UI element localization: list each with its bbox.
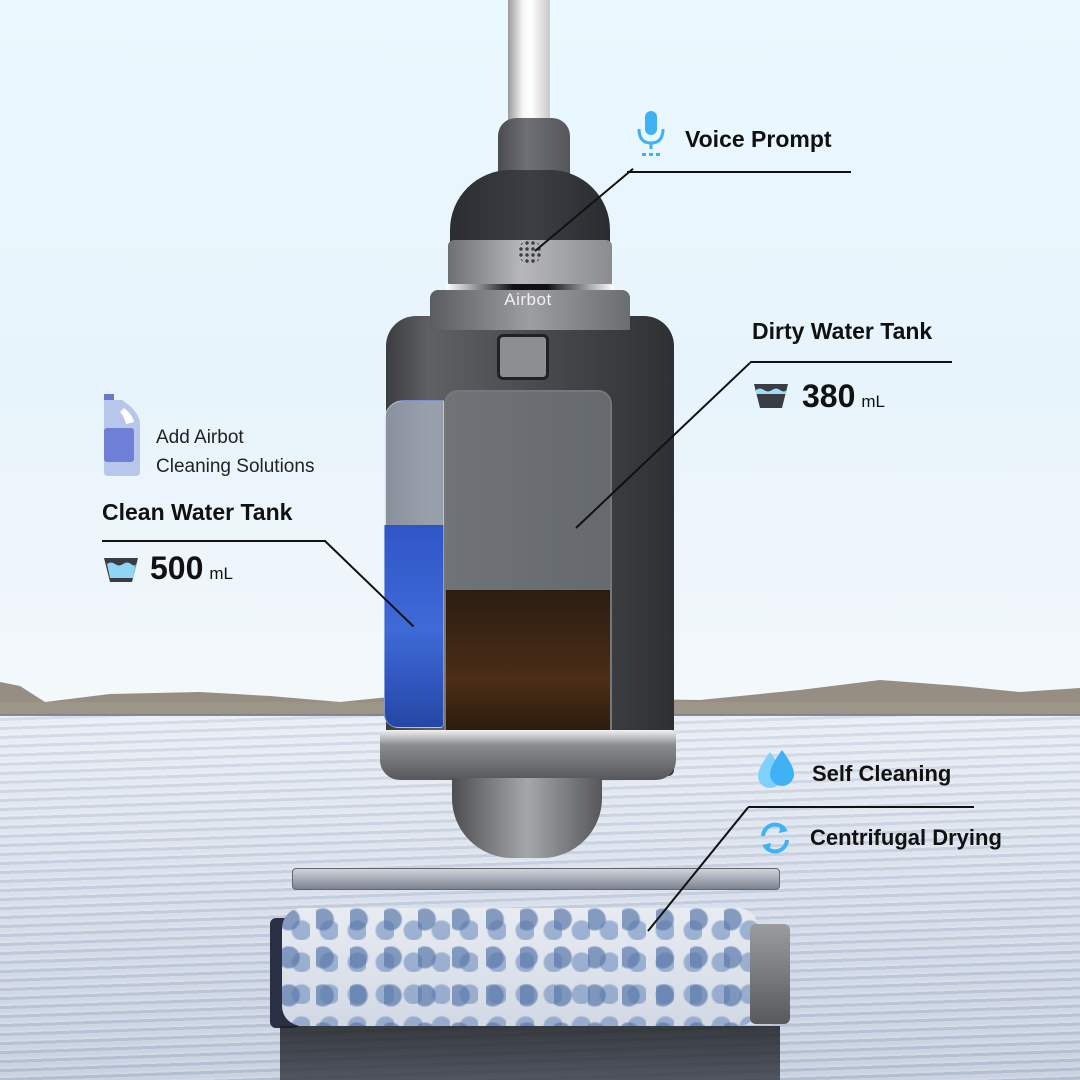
device-handle-pole [508,0,550,140]
dirty-water-tank-visual [444,390,612,754]
clean-tank-value: 500 [150,550,204,586]
device-upper [430,290,630,330]
tank-release-button [497,334,549,380]
clean-water-tank-label: Clean Water Tank [102,499,293,525]
voice-prompt-leader-h [627,171,851,173]
cleaning-solution-text: Add Airbot Cleaning Solutions [156,423,314,481]
clean-tank-unit: mL [209,564,234,583]
roller-right-cap [750,924,790,1024]
clean-water-tank-visual [384,400,444,728]
clean-tank-leader-h [102,540,326,542]
dirty-tank-leader-h [750,361,952,363]
dirty-tank-unit: mL [861,392,886,411]
self-cleaning-label: Self Cleaning [812,761,952,786]
water-basin-icon [104,558,138,582]
water-basin-icon [754,384,788,408]
device-swivel [452,778,602,858]
brand-logo: Airbot [504,290,552,309]
cleaning-solution-line2: Cleaning Solutions [156,456,315,477]
self-cleaning-leader-h [748,806,974,808]
clean-tank-capacity: 500 mL [150,550,233,587]
device-base-band [380,730,676,780]
brush-roller [282,908,758,1026]
water-drops-icon [758,750,794,788]
refresh-cycle-icon [761,822,789,854]
centrifugal-drying-label: Centrifugal Drying [810,825,1002,850]
solution-bottle-icon [104,394,140,476]
speaker-grille [518,240,542,264]
microphone-icon [637,111,665,156]
cleaning-solution-line1: Add Airbot [156,427,244,448]
dirty-water-tank-label: Dirty Water Tank [752,318,933,344]
accent-ring [446,284,614,290]
dirty-tank-capacity: 380 mL [802,378,885,415]
voice-prompt-label: Voice Prompt [685,126,832,152]
dirty-tank-value: 380 [802,378,856,414]
brush-head-cover [292,868,780,890]
water-reflection [280,1026,780,1080]
